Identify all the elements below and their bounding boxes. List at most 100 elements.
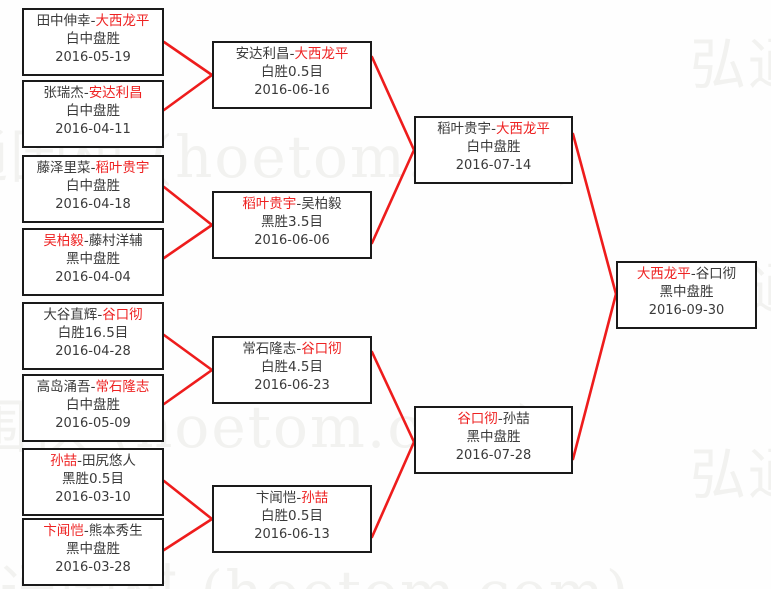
match-players: 稻叶贵宇-吴柏毅 [214, 196, 370, 214]
connector-r1m4 [162, 223, 214, 260]
match-result: 白中盘胜 [66, 177, 120, 194]
match-players: 卞闻恺-熊本秀生 [24, 523, 162, 541]
player-right: 大西龙平 [294, 46, 349, 62]
connector-r2m3 [370, 350, 416, 444]
connector-r1m3 [162, 185, 214, 227]
player-left: 卞闻恺 [255, 490, 297, 506]
player-right: 谷口彻 [102, 307, 143, 323]
match-result: 白胜16.5目 [57, 324, 129, 341]
player-right: 大西龙平 [95, 13, 150, 29]
match-players: 高岛涌吾-常石隆志 [24, 379, 162, 397]
match-date: 2016-07-14 [455, 157, 532, 173]
player-right: 藤村洋辅 [88, 233, 143, 249]
match-box[interactable]: 稻叶贵宇-大西龙平 白中盘胜 2016-07-14 [414, 116, 573, 184]
match-result: 白中盘胜 [66, 102, 120, 119]
match-players: 稻叶贵宇-大西龙平 [416, 121, 571, 139]
connector-sf2 [571, 292, 618, 461]
vs-dash: - [296, 341, 302, 357]
match-box-final[interactable]: 大西龙平-谷口彻 黑中盘胜 2016-09-30 [616, 261, 757, 329]
match-box[interactable]: 吴柏毅-藤村洋辅 黑中盘胜 2016-04-04 [22, 228, 164, 296]
player-left: 大谷直辉 [43, 307, 98, 323]
vs-dash: - [83, 233, 89, 249]
match-result: 白胜0.5目 [261, 507, 323, 524]
match-players: 卞闻恺-孙喆 [214, 490, 370, 508]
player-left: 稻叶贵宇 [437, 121, 492, 137]
match-date: 2016-05-19 [55, 49, 131, 65]
match-result: 白胜0.5目 [261, 63, 323, 80]
connector-r1m1 [162, 40, 214, 77]
match-result: 黑中盘胜 [659, 283, 714, 300]
player-left: 卞闻恺 [43, 523, 84, 539]
match-result: 黑胜3.5目 [261, 213, 323, 230]
player-left: 安达利昌 [235, 46, 290, 62]
match-players: 常石隆志-谷口彻 [214, 341, 370, 359]
vs-dash: - [491, 121, 496, 137]
player-right: 大西龙平 [495, 121, 550, 137]
connector-r1m5 [162, 333, 214, 372]
player-right: 孙喆 [301, 490, 329, 506]
connector-r2m2 [370, 148, 416, 245]
match-box[interactable]: 卞闻恺-熊本秀生 黑中盘胜 2016-03-28 [22, 518, 164, 586]
match-date: 2016-06-16 [254, 82, 330, 98]
match-date: 2016-03-10 [55, 489, 131, 505]
match-players: 安达利昌-大西龙平 [214, 46, 370, 64]
player-right: 田尻悠人 [81, 453, 136, 469]
match-box[interactable]: 卞闻恺-孙喆 白胜0.5目 2016-06-13 [212, 485, 372, 553]
match-players: 孙喆-田尻悠人 [24, 453, 162, 471]
match-date: 2016-06-13 [254, 526, 330, 542]
player-right: 安达利昌 [88, 85, 143, 101]
connector-r1m6 [162, 368, 214, 406]
match-box[interactable]: 高岛涌吾-常石隆志 白中盘胜 2016-05-09 [22, 374, 164, 442]
match-box[interactable]: 孙喆-田尻悠人 黑胜0.5目 2016-03-10 [22, 448, 164, 516]
player-right: 常石隆志 [95, 379, 150, 395]
match-box[interactable]: 安达利昌-大西龙平 白胜0.5目 2016-06-16 [212, 41, 372, 109]
match-players: 吴柏毅-藤村洋辅 [24, 233, 162, 251]
match-box[interactable]: 谷口彻-孙喆 黑中盘胜 2016-07-28 [414, 406, 573, 474]
connector-r2m4 [370, 440, 416, 539]
player-left: 藤泽里菜 [36, 160, 91, 176]
connector-r1m8 [162, 517, 214, 552]
connector-r1m7 [162, 479, 214, 521]
player-right: 孙喆 [502, 411, 530, 427]
match-date: 2016-06-06 [254, 232, 330, 248]
match-date: 2016-04-28 [55, 343, 131, 359]
connector-r1m2 [162, 73, 214, 112]
match-box[interactable]: 稻叶贵宇-吴柏毅 黑胜3.5目 2016-06-06 [212, 191, 372, 259]
match-box[interactable]: 张瑞杰-安达利昌 白中盘胜 2016-04-11 [22, 80, 164, 148]
player-left: 常石隆志 [242, 341, 297, 357]
match-date: 2016-04-04 [55, 269, 131, 285]
match-date: 2016-06-23 [254, 377, 330, 393]
player-right: 稻叶贵宇 [95, 160, 150, 176]
player-right: 吴柏毅 [301, 196, 342, 212]
match-date: 2016-09-30 [648, 302, 725, 318]
vs-dash: - [97, 307, 103, 323]
match-box[interactable]: 大谷直辉-谷口彻 白胜16.5目 2016-04-28 [22, 302, 164, 370]
match-box[interactable]: 田中伸幸-大西龙平 白中盘胜 2016-05-19 [22, 8, 164, 76]
match-box[interactable]: 藤泽里菜-稻叶贵宇 白中盘胜 2016-04-18 [22, 155, 164, 223]
watermark-text: 弘通围棋 (hoetom.com) [690, 443, 771, 508]
match-result: 黑胜0.5目 [62, 470, 124, 487]
vs-dash: - [83, 523, 89, 539]
vs-dash: - [90, 13, 96, 29]
player-left: 吴柏毅 [43, 233, 84, 249]
player-left: 高岛涌吾 [36, 379, 91, 395]
match-date: 2016-05-09 [55, 415, 131, 431]
match-players: 大谷直辉-谷口彻 [24, 307, 162, 325]
match-date: 2016-03-28 [55, 559, 131, 575]
player-left: 孙喆 [50, 453, 78, 469]
vs-dash: - [497, 411, 503, 427]
match-result: 白中盘胜 [66, 30, 120, 47]
vs-dash: - [83, 85, 89, 101]
vs-dash: - [289, 46, 295, 62]
match-players: 谷口彻-孙喆 [416, 411, 571, 429]
vs-dash: - [296, 196, 302, 212]
vs-dash: - [90, 160, 96, 176]
player-left: 田中伸幸 [36, 13, 91, 29]
match-box[interactable]: 常石隆志-谷口彻 白胜4.5目 2016-06-23 [212, 336, 372, 404]
player-left: 大西龙平 [636, 266, 691, 282]
match-date: 2016-07-28 [455, 447, 532, 463]
player-right: 谷口彻 [301, 341, 342, 357]
vs-dash: - [690, 266, 696, 282]
match-result: 白胜4.5目 [261, 358, 323, 375]
